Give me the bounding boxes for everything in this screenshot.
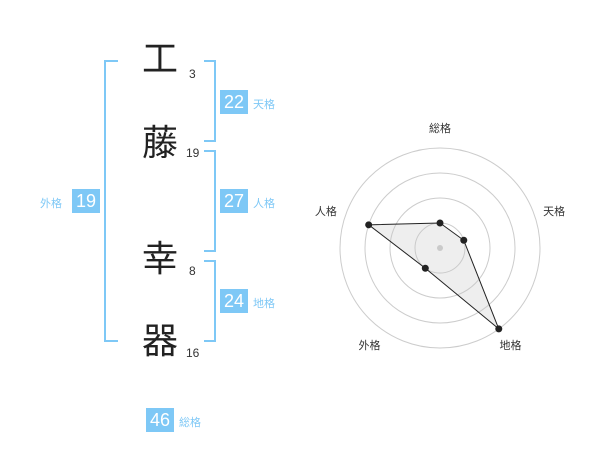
soukaku-value: 46: [146, 408, 174, 432]
radar-axis-label: 人格: [315, 204, 337, 218]
tenkaku-label: 天格: [253, 98, 275, 111]
radar-point-地格: [495, 325, 503, 333]
stroke-count-4: 16: [186, 346, 200, 360]
name-char-2: 藤: [142, 123, 179, 164]
chikaku-value: 24: [220, 289, 248, 313]
radar-series-shape: [367, 222, 500, 330]
soukaku-label: 総格: [179, 416, 201, 429]
tenkaku-bracket: [204, 60, 216, 142]
radar-ring: [389, 197, 491, 299]
chikaku-label: 地格: [253, 297, 275, 310]
tenkaku-value: 22: [220, 90, 248, 114]
radar-axis-label: 外格: [358, 338, 380, 352]
gaikaku-bracket: [104, 60, 118, 342]
radar-axis-label: 天格: [543, 204, 565, 218]
stroke-count-3: 8: [189, 264, 196, 278]
chikaku-bracket: [204, 260, 216, 342]
stroke-count-2: 19: [186, 146, 200, 160]
radar-ring: [364, 172, 516, 324]
name-char-3: 幸: [142, 239, 179, 280]
jinkaku-bracket: [204, 150, 216, 252]
radar-point-天格: [460, 236, 468, 244]
radar-ring: [339, 147, 541, 349]
radar-axis-label: 総格: [429, 121, 451, 135]
name-char-1: 工: [142, 39, 179, 80]
stroke-count-1: 3: [189, 67, 196, 81]
jinkaku-label: 人格: [253, 197, 275, 210]
gaikaku-value: 19: [72, 189, 100, 213]
radar-axis-label: 地格: [500, 338, 522, 352]
radar-point-総格: [436, 219, 444, 227]
name-char-4: 器: [142, 321, 179, 362]
radar-center: [437, 245, 443, 251]
radar-point-外格: [421, 264, 429, 272]
gaikaku-label: 外格: [40, 197, 62, 210]
radar-point-人格: [365, 221, 373, 229]
jinkaku-value: 27: [220, 189, 248, 213]
